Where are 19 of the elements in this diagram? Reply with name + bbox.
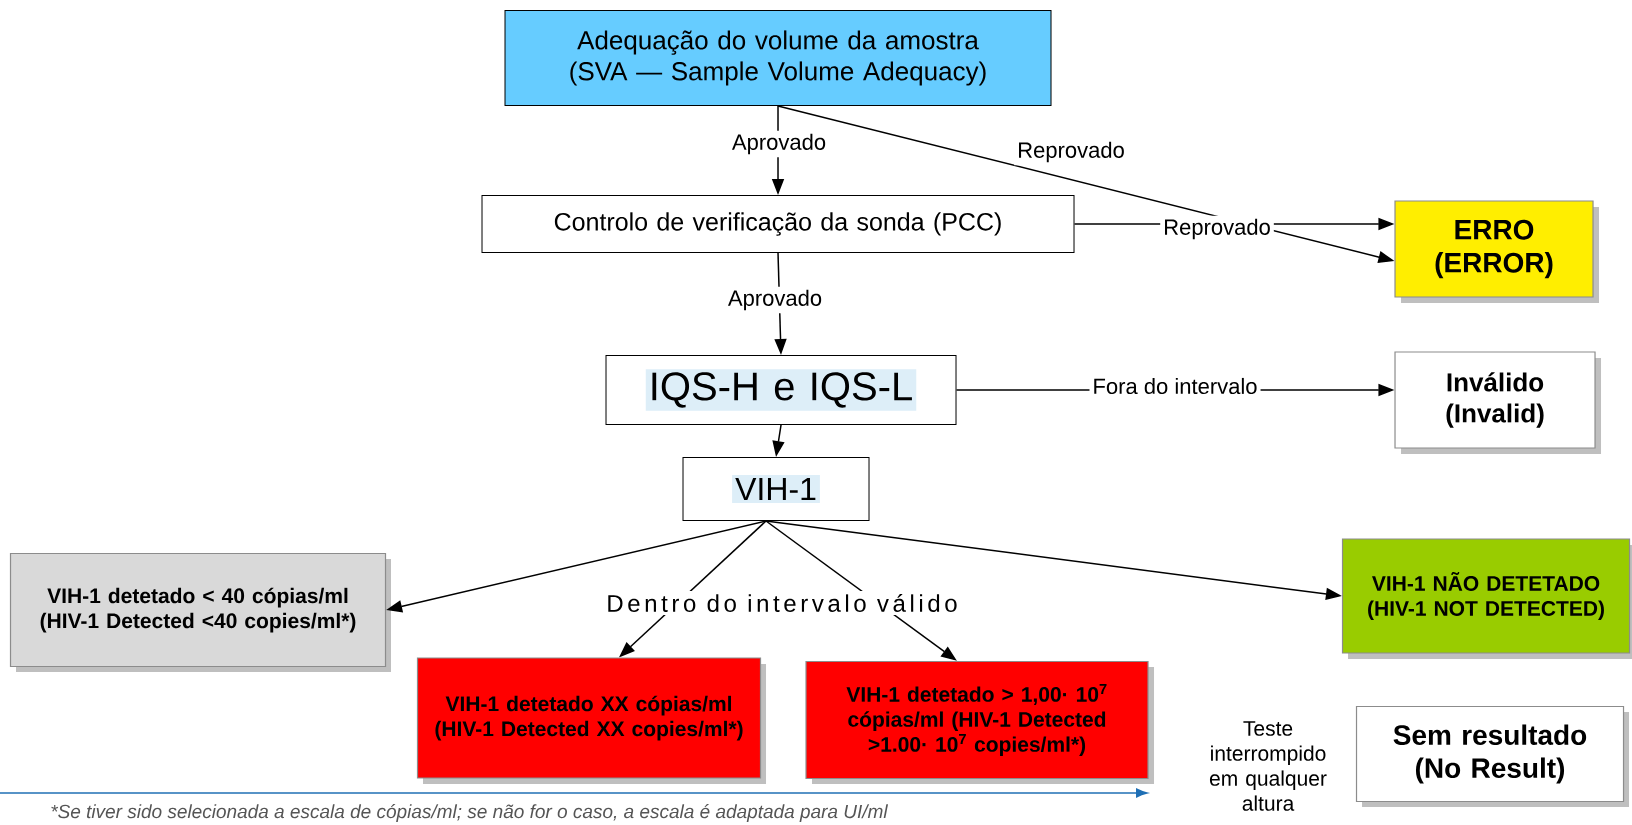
edge-label: Reprovado [1160, 215, 1274, 243]
footnote: *Se tiver sido selecionada a escala de cópias/ml; se não for o caso, a escala é adaptada para UI/ml [51, 804, 888, 822]
edge-label: Reprovado [1014, 138, 1128, 166]
process-box: Adequação do volume da amostra (SVA — Sample Volume Adequacy) [504, 10, 1052, 106]
process-box: VIH-1 [682, 457, 870, 521]
result-box: VIH-1 detetado < 40 cópias/ml (HIV-1 Detected <40 copies/ml*) [9, 552, 391, 672]
edge-label: Fora do intervalo [1089, 374, 1261, 398]
result-box: VIH-1 detetado XX cópias/ml (HIV-1 Detected XX copies/ml*) [416, 657, 766, 784]
result-box: Inválido (Invalid) [1394, 351, 1601, 454]
edge-label: Aprovado [724, 286, 826, 314]
result-box: VIH-1 detetado > 1,00· 10$^{7}$ cópias/ml (HIV-1 Detected >1.00· 10$^{7}$ copies/ml*) [805, 660, 1154, 784]
process-box: IQS-H e IQS-L [605, 355, 957, 425]
side-note: Teste interrompido em qualquer altura [1209, 721, 1327, 811]
process-box: Controlo de verificação da sonda (PCC) [481, 195, 1075, 253]
result-box: Sem resultado (No Result) [1355, 705, 1629, 807]
result-box: VIH-1 NÃO DETETADO (HIV-1 NOT DETECTED) [1341, 538, 1632, 659]
edge-label: Dentro do intervalo válido [603, 591, 961, 615]
result-box: ERRO (ERROR) [1394, 200, 1599, 303]
edge-label: Aprovado [728, 130, 830, 158]
